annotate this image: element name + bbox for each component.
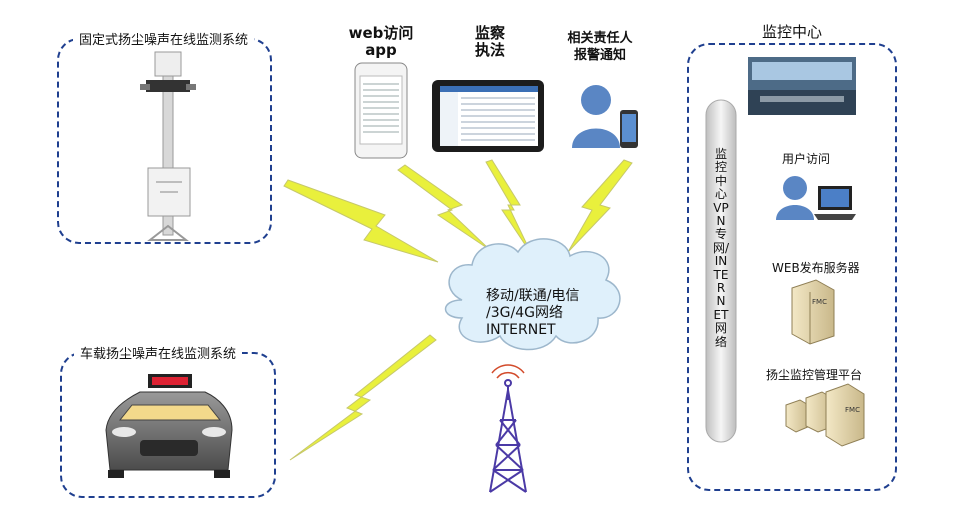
platform-label: 扬尘监控管理平台: [766, 367, 862, 384]
fixed-system-box: [57, 38, 272, 244]
lightning-web-app: [398, 165, 490, 250]
responsible-line1: 相关责任人: [560, 30, 640, 47]
supervision-label: 监察 执法: [462, 25, 518, 59]
vpn-label: 监控中心VPN专网/INTERNET网络: [713, 148, 729, 349]
web-app-label: web访问 app: [348, 25, 414, 59]
person-with-phone-icon: [572, 85, 638, 148]
phone-icon: [355, 63, 407, 158]
cloud-text: 移动/联通/电信 /3G/4G网络 INTERNET: [486, 288, 579, 339]
responsible-line2: 报警通知: [560, 47, 640, 64]
web-app-line2: app: [348, 42, 414, 59]
vehicle-system-title: 车载扬尘噪声在线监测系统: [74, 343, 242, 362]
cloud-line1: 移动/联通/电信: [486, 288, 579, 305]
supervision-line1: 监察: [462, 25, 518, 42]
monitor-center-title: 监控中心: [756, 21, 828, 42]
cloud-line3: INTERNET: [486, 322, 579, 339]
fixed-system-title: 固定式扬尘噪声在线监测系统: [73, 29, 254, 48]
radio-tower-icon: [490, 365, 526, 492]
responsible-label: 相关责任人 报警通知: [560, 30, 640, 64]
lightning-vehicle-to-cloud: [290, 335, 436, 460]
supervision-line2: 执法: [462, 42, 518, 59]
cloud-line2: /3G/4G网络: [486, 305, 579, 322]
lightning-supervision: [486, 160, 532, 255]
web-app-line1: web访问: [348, 25, 414, 42]
web-server-label: WEB发布服务器: [772, 260, 860, 277]
lightning-fixed-to-cloud: [284, 180, 438, 262]
vehicle-system-box: [60, 352, 276, 498]
tablet-icon: [432, 80, 544, 152]
user-access-label: 用户访问: [782, 151, 830, 168]
lightning-responsible: [568, 160, 632, 252]
